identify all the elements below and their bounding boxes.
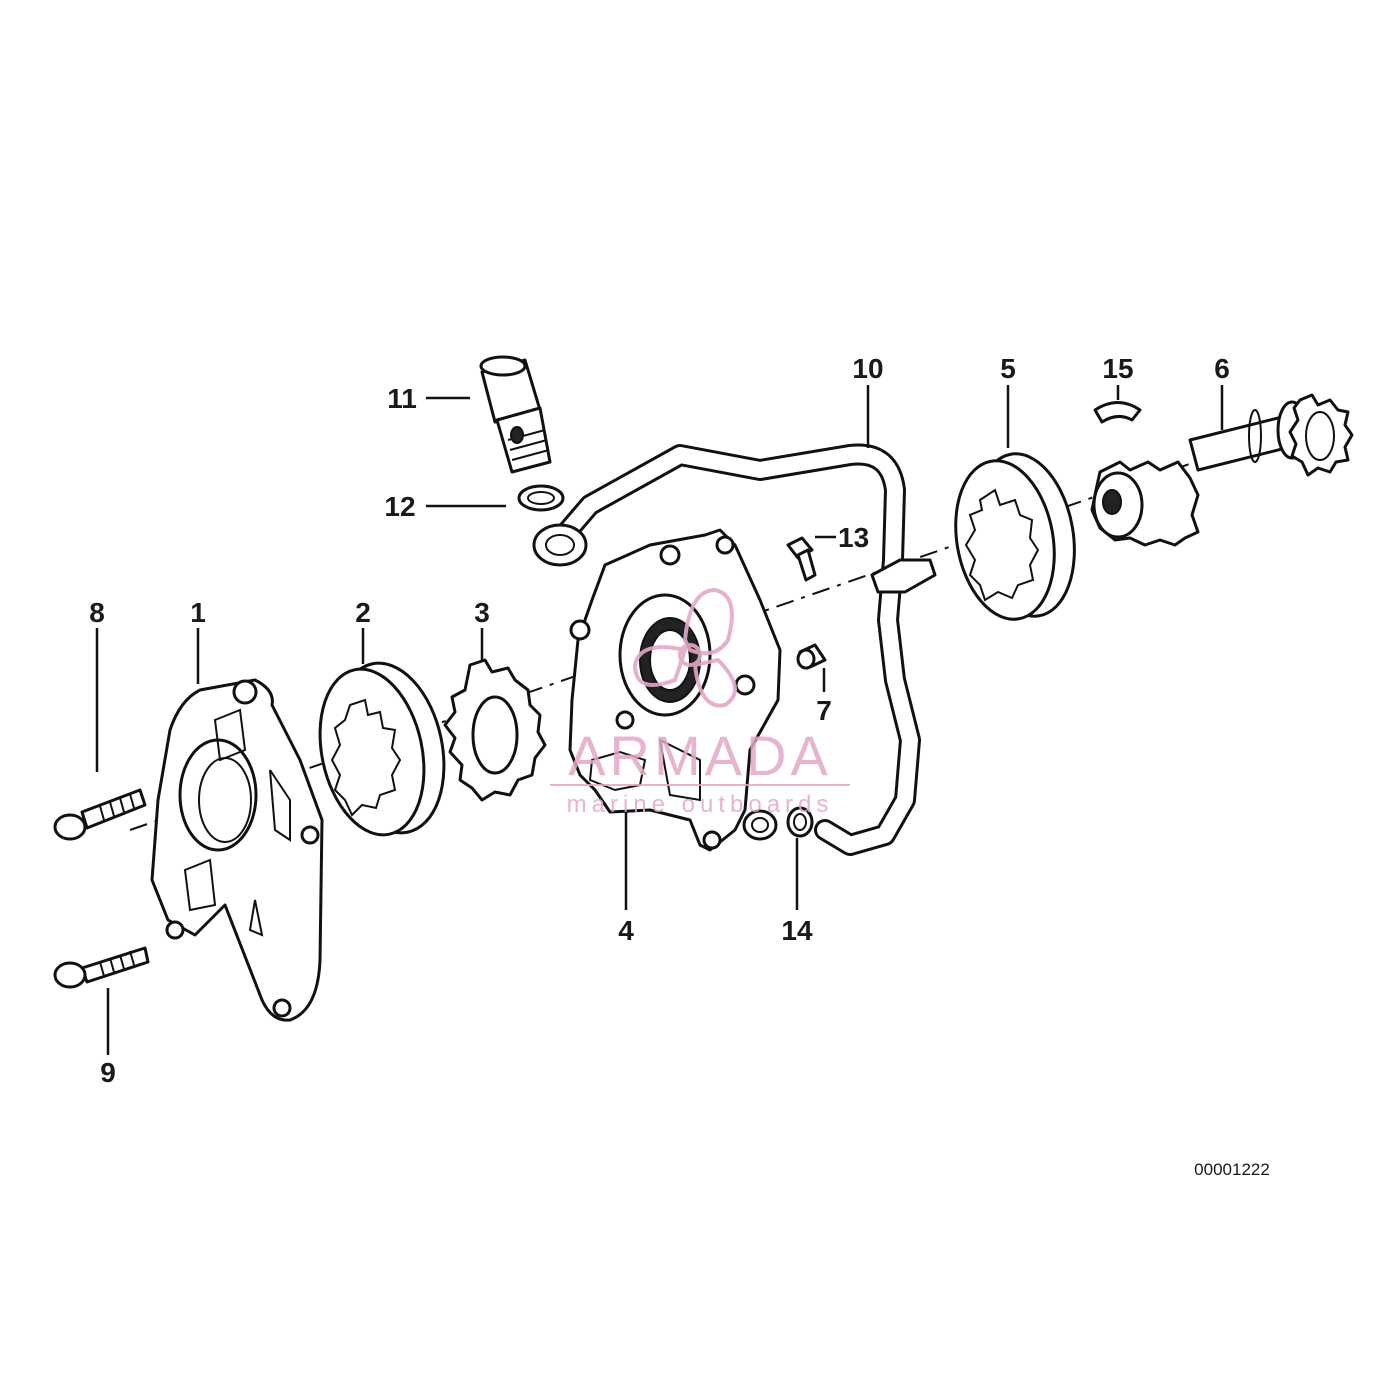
part-13-bolt bbox=[786, 536, 817, 582]
callout-8: 8 bbox=[89, 597, 105, 628]
callout-5: 5 bbox=[1000, 353, 1016, 384]
leader-lines bbox=[95, 385, 1224, 1055]
watermark-title: ARMADA bbox=[568, 724, 832, 787]
callout-13: 13 bbox=[838, 522, 869, 553]
callout-9: 9 bbox=[100, 1057, 116, 1088]
part-4-pump-housing bbox=[568, 528, 782, 852]
callout-1: 1 bbox=[190, 597, 206, 628]
part-7-dowel bbox=[796, 643, 827, 670]
watermark: ARMADA marine outboards bbox=[550, 587, 850, 818]
callout-11: 11 bbox=[387, 383, 417, 414]
part-1-pump-cover bbox=[150, 678, 324, 1022]
callout-15: 15 bbox=[1102, 353, 1133, 384]
part-3-inner-rotor bbox=[443, 658, 547, 802]
callout-3: 3 bbox=[474, 597, 490, 628]
part-2-outer-rotor bbox=[318, 661, 446, 837]
callout-10: 10 bbox=[852, 353, 883, 384]
part-9-bolt bbox=[53, 946, 150, 989]
callout-12: 12 bbox=[384, 491, 415, 522]
callout-2: 2 bbox=[355, 597, 371, 628]
drawing-number: 00001222 bbox=[1194, 1160, 1270, 1179]
part-11-banjo-bolt bbox=[479, 355, 552, 474]
part-5-outer-rotor bbox=[954, 452, 1076, 621]
part-12-sealing-ring bbox=[517, 484, 565, 512]
part-14-seal-ring bbox=[786, 806, 814, 838]
callout-7: 7 bbox=[816, 695, 832, 726]
watermark-propeller-logo bbox=[632, 587, 737, 708]
part-8-bolt bbox=[53, 788, 147, 841]
callout-14: 14 bbox=[781, 915, 813, 946]
part-10-oil-pipe bbox=[532, 443, 937, 856]
callout-6: 6 bbox=[1214, 353, 1230, 384]
part-15-woodruff-key bbox=[1093, 401, 1142, 424]
part-6-drive-shaft bbox=[1090, 393, 1354, 547]
callout-4: 4 bbox=[618, 915, 634, 946]
watermark-subtitle: marine outboards bbox=[567, 791, 834, 818]
